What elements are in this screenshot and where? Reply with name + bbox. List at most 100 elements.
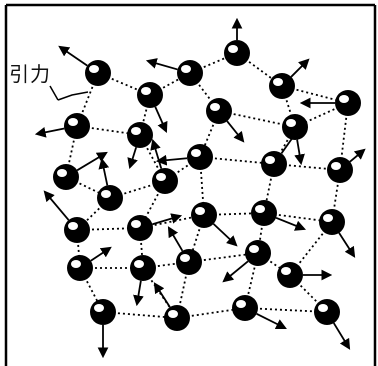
particle-body	[127, 122, 153, 148]
particle-highlight	[249, 245, 259, 253]
velocity-arrow	[338, 232, 356, 258]
velocity-arrow	[98, 157, 110, 186]
particle	[97, 185, 123, 211]
velocity-arrow	[133, 280, 144, 307]
particle-highlight	[68, 118, 78, 126]
particle	[245, 240, 271, 266]
particle-body	[224, 40, 250, 66]
particle-body	[277, 262, 303, 288]
particle-highlight	[255, 205, 265, 213]
velocity-arrow	[167, 226, 184, 252]
particle-body	[85, 60, 111, 86]
velocity-arrow	[290, 58, 310, 78]
container-frame	[4, 3, 377, 366]
particle	[137, 82, 163, 108]
velocity-arrow	[150, 138, 163, 169]
particle-highlight	[323, 214, 333, 222]
particle-body	[206, 98, 232, 124]
particle	[319, 209, 345, 235]
velocity-arrow	[127, 147, 138, 170]
particle-body	[176, 249, 202, 275]
particle-highlight	[331, 162, 341, 170]
particle-body	[191, 202, 217, 228]
label-leader-line-2	[49, 85, 59, 101]
particle-highlight	[71, 260, 81, 268]
particle-highlight	[265, 156, 275, 164]
velocity-arrow	[294, 139, 305, 166]
particle-highlight	[236, 300, 246, 308]
particle-body	[53, 164, 79, 190]
particle	[251, 200, 277, 226]
particle	[127, 215, 153, 241]
particle	[64, 113, 90, 139]
velocity-arrow	[58, 45, 88, 67]
velocity-arrow	[90, 246, 112, 262]
particle-body	[187, 144, 213, 170]
particle-highlight	[101, 190, 111, 198]
particle	[282, 114, 308, 140]
particle	[187, 144, 213, 170]
particle	[64, 217, 90, 243]
velocity-arrow	[275, 216, 307, 231]
particle-highlight	[57, 169, 67, 177]
velocity-arrow	[154, 106, 168, 133]
particle	[327, 157, 353, 183]
particle	[53, 164, 79, 190]
particle-body	[137, 82, 163, 108]
particle	[164, 305, 190, 331]
particle-body	[314, 299, 340, 325]
particle-body	[232, 295, 258, 321]
particle	[67, 255, 93, 281]
particle	[85, 60, 111, 86]
particle	[261, 151, 287, 177]
velocity-arrow	[222, 260, 249, 283]
particle	[335, 90, 361, 116]
particle	[177, 60, 203, 86]
velocity-arrow	[145, 58, 178, 71]
particle	[224, 40, 250, 66]
particle-highlight	[156, 173, 166, 181]
particle-highlight	[286, 119, 296, 127]
particle-body	[261, 151, 287, 177]
velocity-arrows	[34, 17, 366, 359]
velocity-arrow	[152, 213, 183, 226]
particle-body	[327, 157, 353, 183]
particle	[314, 299, 340, 325]
velocity-arrow	[34, 127, 65, 138]
particle-highlight	[181, 65, 191, 73]
velocity-arrow	[76, 151, 108, 172]
particle-body	[90, 299, 116, 325]
particle-body	[67, 255, 93, 281]
particle-highlight	[273, 78, 283, 86]
velocity-arrow	[212, 223, 238, 247]
particle	[90, 299, 116, 325]
particle-body	[64, 217, 90, 243]
particle-highlight	[131, 127, 141, 135]
particle-body	[64, 113, 90, 139]
particle-body	[245, 240, 271, 266]
particle-highlight	[339, 95, 349, 103]
particle	[152, 168, 178, 194]
particle-body	[164, 305, 190, 331]
particle-highlight	[94, 304, 104, 312]
bond-line	[65, 125, 78, 178]
attraction-label: 引力	[9, 62, 51, 86]
particle-highlight	[318, 304, 328, 312]
bond-line	[139, 134, 166, 182]
particle-highlight	[195, 207, 205, 215]
particle-highlight	[168, 310, 178, 318]
particle-body	[251, 200, 277, 226]
particle-body	[282, 114, 308, 140]
velocity-arrow	[226, 120, 245, 143]
velocity-arrow	[333, 322, 351, 350]
particle-highlight	[134, 260, 144, 268]
particle	[232, 295, 258, 321]
particle-highlight	[191, 149, 201, 157]
particle-body	[97, 185, 123, 211]
velocity-arrow	[153, 282, 171, 308]
label-leader-line	[57, 91, 89, 101]
particle	[277, 262, 303, 288]
bond-line	[244, 307, 328, 313]
particle	[206, 98, 232, 124]
